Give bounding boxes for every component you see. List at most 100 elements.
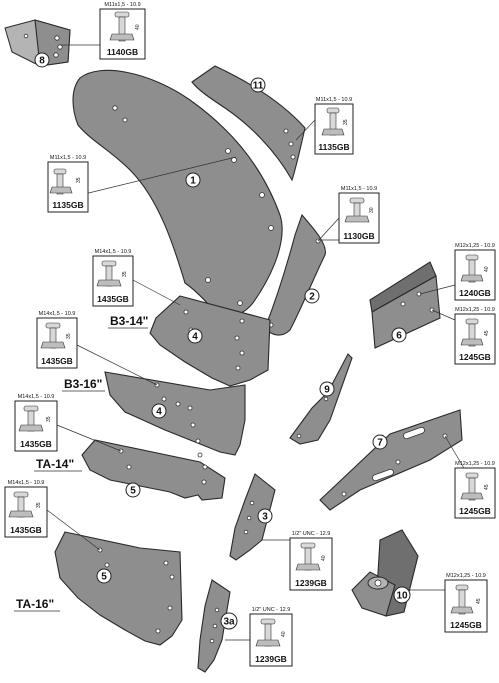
callout-3-label: 3 [262,512,268,523]
bolt-box-1135gb-left: M11x1,5 - 10.9 35 1135GB [47,155,89,213]
callout-7: 7 [372,434,388,450]
bolt-icon [344,197,370,223]
bolt-dim-1435-c: 35 [46,416,52,422]
bolt-dim-1435-a: 35 [122,271,128,277]
bolt-box-1435gb-a: M14x1,5 - 10.9 35 1435GB [92,249,134,307]
bolt-box-1239gb-a: 1/2" UNC - 12.9 40 1239GB [289,531,333,591]
bolt-spec-1245-c: M12x1,25 - 10.9 [446,573,486,579]
bolt-dim-1245-c: 45 [476,598,482,604]
bolt-dim-1130: 30 [369,207,375,213]
bolt-spec-1245-b: M12x1,25 - 10.9 [455,461,495,467]
bolt-icon [295,542,321,571]
bolt-icon [321,107,345,136]
bolt-dim-1135-left: 35 [76,177,82,183]
bolt-icon [40,322,66,349]
bolt-dim-1239-a: 40 [321,555,327,561]
label-ta-14: TA-14" [36,457,74,471]
callout-5a: 5 [125,482,141,498]
bolt-spec-1239-b: 1/2" UNC - 12.9 [252,607,291,613]
bolt-box-1240gb: M12x1,25 - 10.9 40 1240GB [454,243,496,301]
callout-7-label: 7 [377,438,383,449]
bolt-dim-1140: 40 [135,24,141,30]
bolt-code-1239-a: 1239GB [295,578,327,588]
bolt-dim-1245-a: 45 [484,330,490,336]
bolt-code-1245-c: 1245GB [450,620,482,630]
callout-1-label: 1 [190,176,196,187]
callout-5a-label: 5 [130,486,136,497]
bolt-code-1135-left: 1135GB [52,200,83,210]
bolt-box-1245gb-a: M12x1,25 - 10.9 45 1245GB [454,307,496,365]
bolt-dim-1239-b: 40 [281,631,287,637]
bolt-spec-1239-a: 1/2" UNC - 12.9 [292,531,331,537]
label-b3-14: B3-14" [110,314,148,328]
bolt-box-1435gb-c: M14x1,5 - 10.9 35 1435GB [14,394,58,452]
part-7-plate [319,409,463,511]
bolt-box-1435gb-d: M14x1,5 - 10.9 35 1435GB [4,480,48,538]
callout-11-label: 11 [253,81,264,92]
callout-4a: 4 [187,328,203,344]
bolt-icon [460,254,484,283]
bolt-spec-1135-left: M11x1,5 - 10.9 [50,155,86,161]
bolt-dim-1435-b: 35 [66,333,72,339]
bolt-spec-1435-c: M14x1,5 - 10.9 [18,394,55,400]
bolt-box-1245gb-c: M12x1,25 - 10.9 45 1245GB [444,573,488,633]
bolt-spec-1435-d: M14x1,5 - 10.9 [8,480,45,486]
callout-10: 10 [393,586,411,604]
callout-9: 9 [319,381,335,397]
bolt-icon [450,584,474,615]
bolt-spec-1245-a: M12x1,25 - 10.9 [455,307,495,313]
part-4-share-b3-16 [104,371,246,456]
bolt-spec-1435-a: M14x1,5 - 10.9 [95,249,132,255]
bolt-code-1435-d: 1435GB [10,525,42,535]
callout-11: 11 [250,77,266,93]
callout-4b-label: 4 [156,407,162,418]
bolt-code-1140: 1140GB [107,47,138,57]
callout-6-label: 6 [396,331,402,342]
part-9-bracket [289,353,353,445]
callout-5b-label: 5 [101,572,107,583]
bolt-box-1130gb: M11x1,5 - 10.9 30 1130GB [338,186,380,244]
bolt-code-1435-a: 1435GB [97,294,129,304]
bolt-code-1435-c: 1435GB [20,439,52,449]
part-10-block [351,529,419,617]
callout-4a-label: 4 [192,332,198,343]
bolt-code-1240: 1240GB [459,288,491,298]
bolt-spec-1435-b: M14x1,5 - 10.9 [39,311,76,317]
bolt-icon [8,491,34,518]
callout-3a-label: 3a [223,617,235,628]
bolt-box-1140gb: M11x1,5 - 10.9 40 1140GB [99,2,146,60]
bolt-code-1435-b: 1435GB [41,356,73,366]
bolt-box-1435gb-b: M14x1,5 - 10.9 35 1435GB [36,311,78,369]
part-5-share-ta-16 [54,531,183,646]
bolt-spec-1140: M11x1,5 - 10.9 [104,2,140,8]
callout-1: 1 [185,172,201,188]
bolt-dim-1135-top: 35 [343,119,349,125]
bolt-box-1245gb-b: M12x1,25 - 10.9 45 1245GB [454,461,496,519]
part-11-extension [191,65,306,182]
callout-5b: 5 [96,568,112,584]
bolt-icon [18,405,44,432]
bolt-dim-1435-d: 35 [36,502,42,508]
bolt-spec-1130: M11x1,5 - 10.9 [341,186,377,192]
callout-10-label: 10 [396,591,408,602]
part-3a-point [197,579,231,673]
callout-2: 2 [304,288,320,304]
bolt-code-1245-a: 1245GB [459,352,491,362]
callout-3: 3 [257,508,273,524]
part-6-bar [369,261,441,349]
bolt-icon [96,260,122,287]
callout-8: 8 [34,52,50,68]
bolt-dim-1240: 40 [484,266,490,272]
callout-2-label: 2 [309,292,315,303]
bolt-code-1135-top: 1135GB [318,142,349,152]
bolt-code-1239-b: 1239GB [255,654,287,664]
callout-9-label: 9 [324,385,330,396]
part-3-point [229,473,276,561]
callout-4b: 4 [151,403,167,419]
bolt-icon [460,318,484,347]
part-4-share-b3-14 [149,295,271,387]
label-b3-16: B3-16" [64,377,102,391]
label-ta-16: TA-16" [16,597,54,611]
callout-6: 6 [391,327,407,343]
bolt-dim-1245-b: 45 [484,484,490,490]
